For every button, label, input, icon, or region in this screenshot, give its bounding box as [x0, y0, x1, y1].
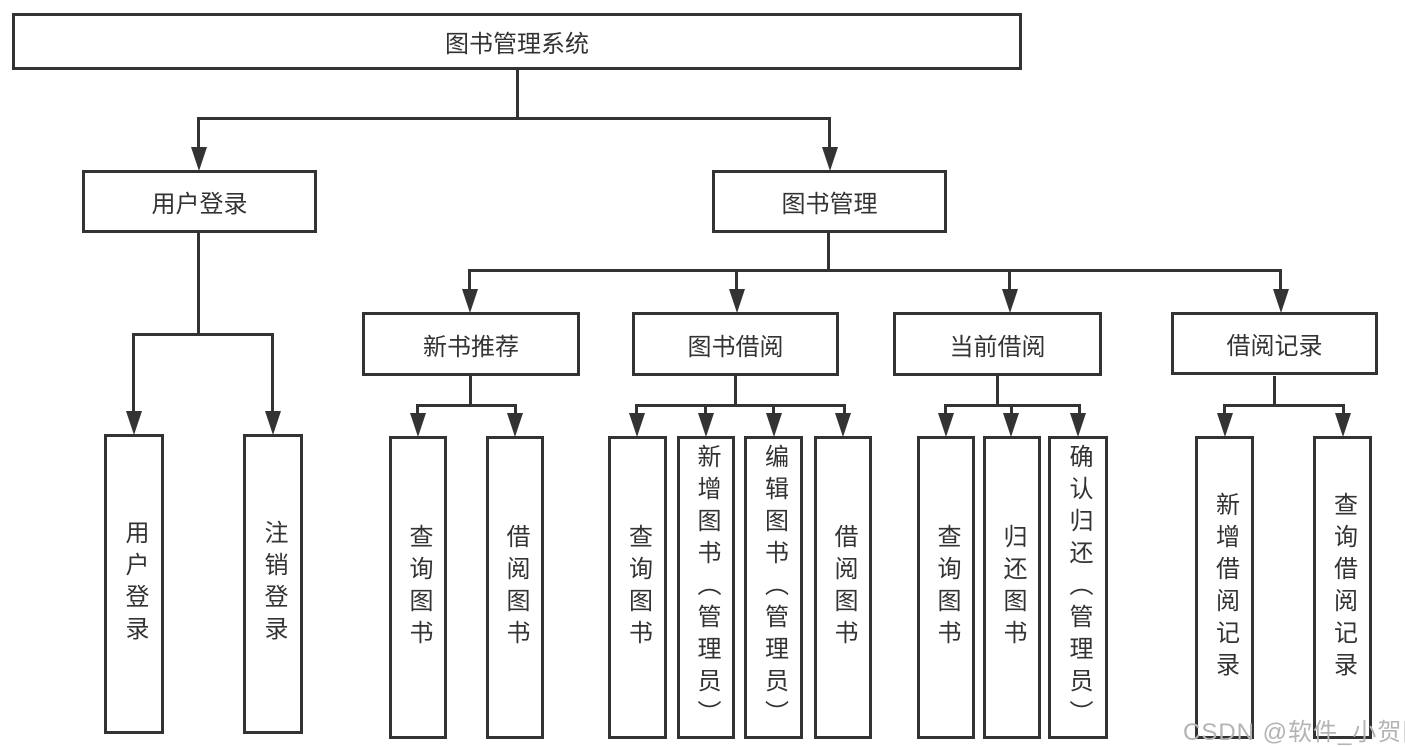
arrowhead-down: [191, 147, 207, 171]
connector-line: [944, 404, 947, 416]
connector-line: [416, 404, 419, 416]
connector-line: [827, 233, 830, 272]
node-label: 新增借阅记录: [1211, 491, 1239, 684]
connector-line: [468, 269, 471, 291]
node-label: 图书管理系统: [445, 31, 589, 58]
arrowhead-down: [265, 411, 281, 435]
node-label: 查询图书: [405, 523, 432, 652]
node-label: 借阅记录: [1226, 333, 1323, 360]
connector-line: [843, 404, 846, 416]
arrowhead-down: [822, 147, 838, 171]
node-return-book: 归还图书: [983, 436, 1041, 739]
node-label: 确认归还（管理员）: [1065, 443, 1092, 732]
node-label: 图书借阅: [687, 333, 784, 361]
connector-line: [1078, 404, 1081, 416]
node-label: 新书推荐: [423, 333, 519, 361]
connector-line: [772, 404, 775, 416]
node-confirm-return-admin: 确认归还（管理员）: [1048, 436, 1108, 739]
connector-line: [1010, 404, 1013, 416]
node-edit-book-admin: 编辑图书（管理员）: [744, 436, 803, 739]
connector-line: [197, 117, 831, 120]
arrowhead-down: [1070, 413, 1086, 437]
connector-line: [468, 269, 1282, 272]
arrowhead-down: [1273, 289, 1289, 313]
connector-line: [1273, 376, 1276, 407]
arrowhead-down: [462, 289, 478, 313]
connector-line: [132, 333, 135, 413]
node-label: 用户登录: [151, 191, 248, 218]
node-label: 当前借阅: [949, 333, 1046, 361]
connector-line: [469, 376, 472, 407]
arrowhead-down: [507, 413, 523, 437]
connector-line: [1223, 404, 1226, 416]
node-borrow-books-under-recommend: 借阅图书: [486, 436, 544, 739]
node-query-books-under-recommend: 查询图书: [389, 436, 447, 739]
connector-line: [704, 404, 707, 416]
connector-line: [132, 333, 274, 336]
connector-line: [514, 404, 517, 416]
node-book-management: 图书管理: [712, 170, 947, 233]
connector-line: [735, 269, 738, 291]
connector-line: [516, 70, 519, 120]
arrowhead-down: [410, 413, 426, 437]
node-borrowing-records: 借阅记录: [1171, 312, 1378, 375]
node-label: 图书管理: [781, 191, 878, 218]
node-borrow-books-under-borrowing: 借阅图书: [814, 436, 872, 739]
arrowhead-down: [766, 413, 782, 437]
connector-line: [1342, 404, 1345, 416]
arrowhead-down: [1335, 413, 1351, 437]
arrowhead-down: [126, 411, 142, 435]
node-query-books-under-current: 查询图书: [917, 436, 975, 739]
watermark: CSDN @软件_小贺同学: [1183, 719, 1405, 746]
connector-line: [1279, 269, 1282, 291]
arrowhead-down: [1217, 413, 1233, 437]
node-user-login-leaf: 用户登录: [104, 434, 164, 734]
arrowhead-down: [938, 413, 954, 437]
node-current-borrowing: 当前借阅: [893, 312, 1102, 376]
node-add-book-admin: 新增图书（管理员）: [677, 436, 735, 739]
connector-line: [828, 117, 831, 149]
node-label: 用户登录: [121, 520, 148, 648]
arrowhead-down: [1003, 413, 1019, 437]
node-query-books-under-borrowing: 查询图书: [608, 436, 667, 739]
arrowhead-down: [729, 289, 745, 313]
node-label: 查询图书: [624, 523, 652, 652]
node-query-borrow-record: 查询借阅记录: [1313, 436, 1372, 739]
connector-line: [635, 404, 638, 416]
node-label: 查询借阅记录: [1329, 491, 1357, 684]
arrowhead-down: [1002, 289, 1018, 313]
node-label: 新增图书（管理员）: [693, 443, 720, 732]
node-label: 归还图书: [999, 523, 1026, 652]
node-library-management-system: 图书管理系统: [12, 13, 1022, 70]
node-label: 借阅图书: [830, 523, 857, 652]
node-label: 查询图书: [933, 523, 960, 652]
arrowhead-down: [629, 413, 645, 437]
node-label: 编辑图书（管理员）: [760, 443, 788, 732]
node-add-borrow-record: 新增借阅记录: [1195, 436, 1254, 739]
node-user-login: 用户登录: [82, 170, 317, 233]
node-new-book-recommendation: 新书推荐: [362, 312, 580, 376]
connector-line: [635, 404, 846, 407]
node-label: 借阅图书: [502, 523, 529, 652]
node-logout: 注销登录: [243, 434, 303, 734]
connector-line: [1008, 269, 1011, 291]
connector-line: [734, 376, 737, 407]
node-label: 注销登录: [260, 520, 287, 648]
connector-line: [271, 333, 274, 413]
node-book-borrowing: 图书借阅: [632, 312, 839, 376]
connector-line: [416, 404, 517, 407]
arrowhead-down: [835, 413, 851, 437]
arrowhead-down: [698, 413, 714, 437]
connector-line: [197, 117, 200, 149]
connector-line: [197, 233, 200, 336]
connector-line: [996, 376, 999, 407]
connector-line: [1223, 404, 1345, 407]
